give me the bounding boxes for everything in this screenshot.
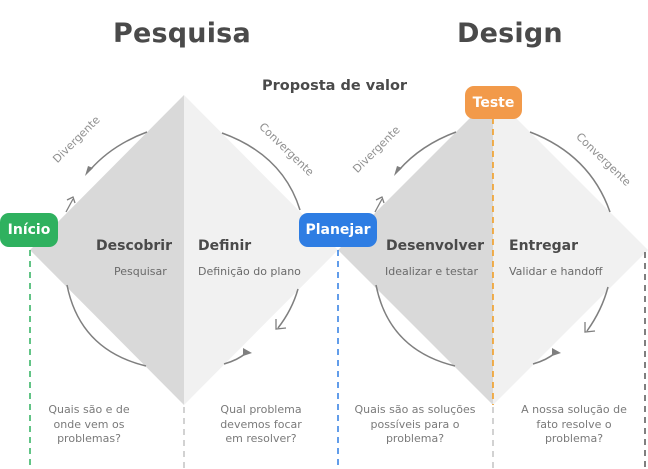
question-entregar: A nossa solução de fato resolve o proble… (521, 403, 627, 445)
return-arrowhead-2 (552, 348, 561, 356)
descobrir-diverge-area (30, 95, 184, 405)
divergent-start-arrow-1 (65, 198, 74, 213)
phase-subtitle-descobrir: Pesquisar (114, 265, 167, 278)
definir-converge-area (184, 95, 338, 405)
phase-title-descobrir: Descobrir (96, 238, 172, 254)
plan-milestone-badge: Planejar (299, 213, 377, 247)
divergent-start-arrowhead-1 (66, 196, 76, 204)
question-desenvolver: Quais são as soluções possíveis para o p… (354, 403, 476, 445)
divergent-arc-bottom-1 (66, 284, 147, 367)
convergent-arc-top-1 (221, 132, 301, 211)
convergent-arrowhead-2 (584, 322, 596, 333)
section-title-pesquisa: Pesquisa (113, 18, 251, 49)
value-proposition-label: Proposta de valor (262, 78, 408, 94)
phase-subtitle-definir: Definição do plano (198, 265, 301, 278)
convergent-arrowhead-1 (275, 319, 287, 330)
convergent-arc-top-2 (529, 131, 611, 213)
phase-title-desenvolver: Desenvolver (386, 238, 484, 254)
start-milestone-badge: Início (0, 213, 58, 247)
return-arrowhead-1 (243, 348, 252, 356)
desenvolver-diverge-area (338, 95, 493, 405)
phase-subtitle-desenvolver: Idealizar e testar (385, 265, 479, 278)
question-definir: Qual problema devemos focar em resolver? (220, 403, 302, 445)
phase-title-definir: Definir (198, 238, 252, 254)
divergent-arc-top-2 (398, 131, 457, 171)
start-milestone-label: Início (7, 222, 51, 238)
section-title-design: Design (457, 18, 563, 49)
divergent-arc-bottom-2 (375, 284, 456, 367)
test-milestone-label: Teste (472, 94, 515, 111)
entregar-converge-area (493, 95, 648, 405)
divergent-arc-top-1 (89, 131, 148, 171)
divergent-start-arrow-2 (374, 198, 383, 213)
convergent-arc-bottom-2 (586, 286, 609, 332)
divergent-arrowhead-2 (394, 166, 402, 176)
phase-title-entregar: Entregar (509, 238, 578, 254)
divergent-arrowhead-1 (85, 166, 93, 176)
test-milestone-badge: Teste (465, 86, 522, 119)
question-descobrir: Quais são e de onde vem os problemas? (48, 403, 130, 445)
plan-milestone-label: Planejar (305, 222, 371, 238)
convergent-arc-bottom-1 (277, 288, 299, 329)
phase-subtitle-entregar: Validar e handoff (509, 265, 603, 278)
divergent-start-arrowhead-2 (375, 196, 385, 204)
